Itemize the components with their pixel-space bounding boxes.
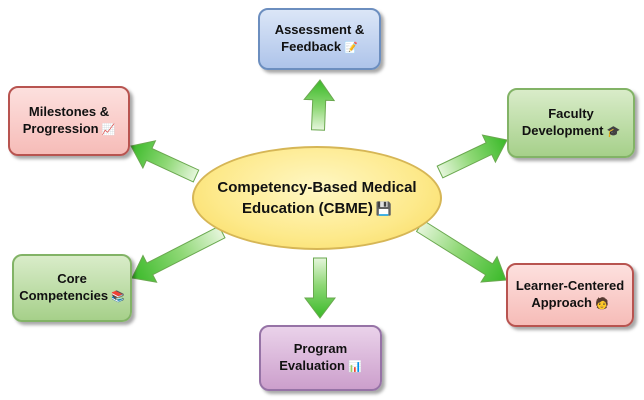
arrow-to-assessment-feedback: [303, 79, 336, 131]
node-label-line-2: Progression📈: [23, 120, 116, 139]
node-label-line-2: Evaluation📊: [279, 357, 361, 376]
node-faculty-development: Faculty Development🎓: [507, 88, 635, 158]
arrow-to-core-competencies: [131, 225, 226, 283]
node-label-text: Approach: [531, 295, 592, 310]
chart-increasing-icon: 📈: [101, 124, 116, 136]
central-concept-ellipse: Competency-Based Medical Education (CBME…: [192, 146, 442, 250]
node-assessment-feedback: Assessment & Feedback📝: [258, 8, 381, 70]
node-label-line-2: Development🎓: [522, 122, 620, 141]
central-concept-abbrev: Education (CBME): [241, 200, 373, 217]
node-milestones-progression: Milestones & Progression📈: [8, 86, 130, 156]
node-label-line-2: Competencies📚: [19, 287, 125, 306]
memo-icon: 📝: [344, 42, 358, 54]
arrow-to-program-evaluation: [304, 257, 336, 319]
central-concept-title-line-2: Education (CBME)💾: [242, 198, 392, 219]
node-label-line-1: Faculty: [548, 106, 594, 121]
node-label-text: Evaluation: [279, 358, 346, 373]
node-label-text: Progression: [22, 121, 99, 136]
node-label-line-2: Approach🧑: [531, 294, 608, 313]
node-label-line-1: Assessment &: [274, 22, 365, 37]
node-label-text: Feedback: [281, 39, 342, 54]
node-label-line-1: Learner-Centered: [515, 278, 625, 293]
node-label-line-1: Core: [57, 271, 87, 286]
node-label-line-1: Milestones &: [28, 104, 110, 119]
node-core-competencies: Core Competencies📚: [12, 254, 132, 322]
graduation-cap-icon: 🎓: [606, 126, 621, 138]
floppy-disk-icon: 💾: [375, 201, 392, 216]
person-icon: 🧑: [594, 298, 609, 310]
arrow-to-learner-centered: [415, 219, 507, 283]
node-learner-centered-approach: Learner-Centered Approach🧑: [506, 263, 634, 327]
node-label-text: Competencies: [19, 288, 109, 303]
bar-chart-icon: 📊: [348, 361, 362, 373]
node-program-evaluation: Program Evaluation📊: [259, 325, 382, 391]
node-label-line-1: Program: [293, 341, 348, 356]
node-label-text: Development: [521, 123, 604, 138]
arrow-to-faculty-development: [436, 134, 508, 179]
central-concept-title-line-1: Competency-Based Medical: [217, 179, 417, 196]
arrow-to-milestones-progression: [130, 140, 200, 183]
node-label-line-2: Feedback📝: [281, 38, 358, 57]
books-icon: 📚: [111, 291, 125, 303]
